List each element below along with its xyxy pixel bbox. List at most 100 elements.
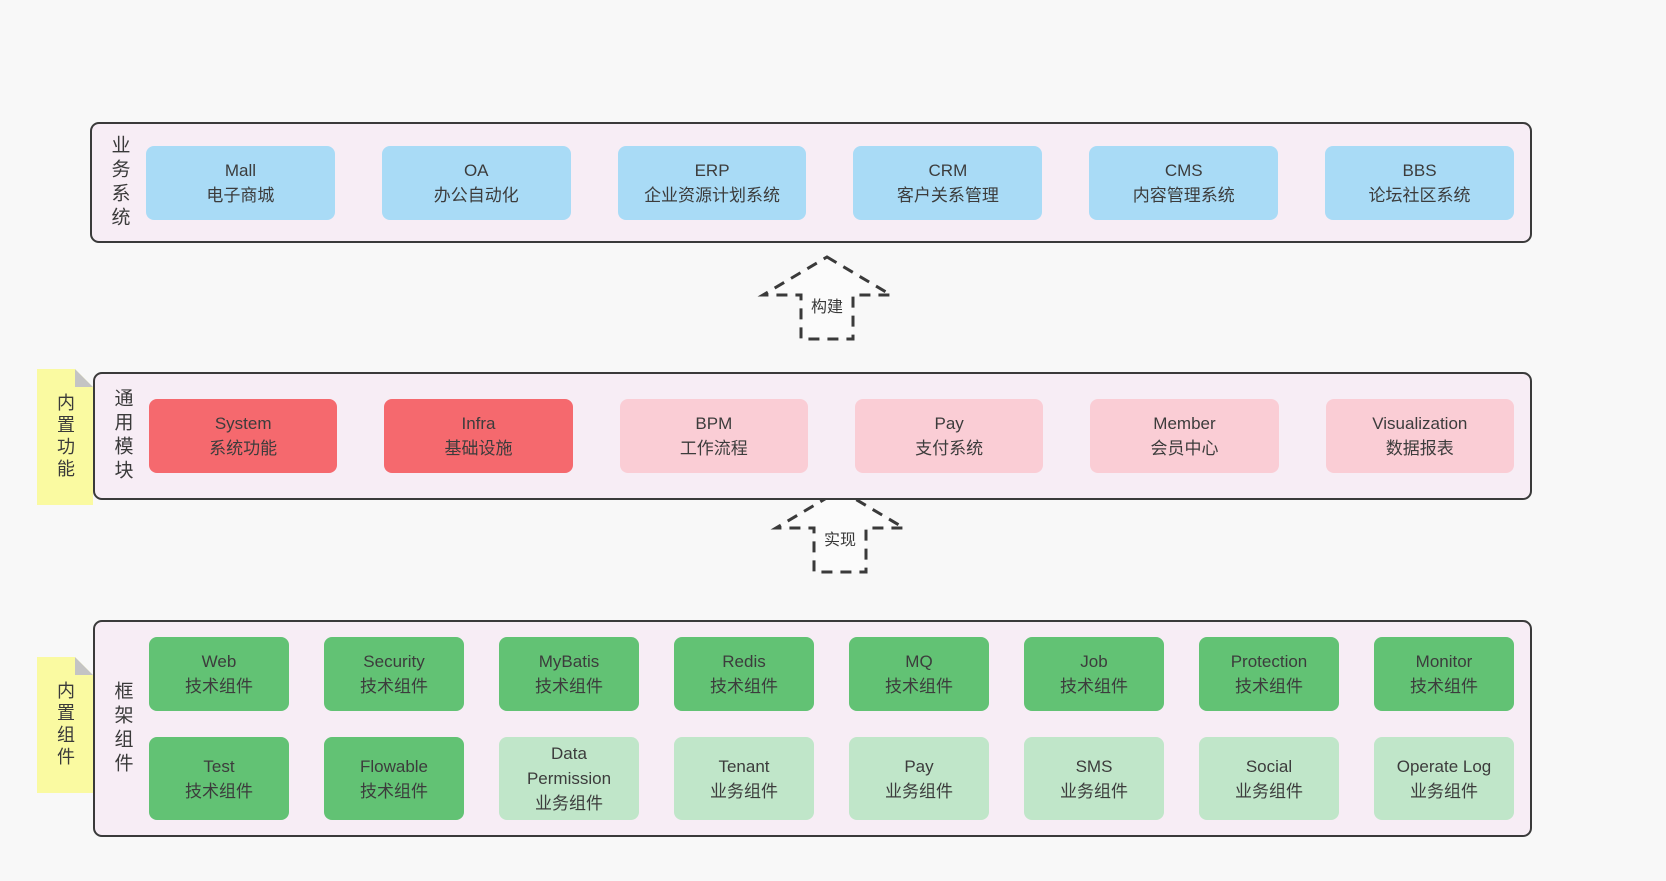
module-name-zh: 业务组件 [710,781,778,801]
module-name-zh: 支付系统 [915,439,984,458]
module-name-en: Social [1245,756,1293,776]
module-name-zh: 工作流程 [679,439,748,458]
module-box-web: Web 技术组件 [149,637,289,711]
module-box-redis: Redis 技术组件 [674,637,814,711]
module-name-en: ERP [694,160,730,180]
module-box-sms: SMS 业务组件 [1024,737,1164,820]
module-name-en: Redis [722,652,766,671]
module-name-en: MQ [905,652,933,671]
module-box-crm: CRM 客户关系管理 [853,145,1043,220]
note-fold-corner-icon [75,369,93,387]
module-name-zh: 企业资源计划系统 [644,185,781,205]
module-name-zh: 内容管理系统 [1132,185,1235,205]
module-name-zh: 业务组件 [1060,781,1128,801]
module-row: System 系统功能 Infra 基础设施 BPM 工作流程 Pay 支付系统 Member 会… [149,399,1514,473]
arrow-implement: 实现 [770,487,910,575]
module-name-en: Mall [224,160,256,180]
layer-label-text: 框架组件 [111,680,133,777]
module-name-en: SMS [1075,756,1113,776]
module-name-en: Monitor [1415,652,1473,671]
module-name-zh: 技术组件 [185,677,253,696]
module-name-en: Visualization [1372,414,1468,433]
module-name-en: Web [201,652,237,671]
layer-label: 业务系统 [92,124,146,241]
module-box-monitor: Monitor 技术组件 [1374,637,1514,711]
module-name-en: BPM [695,414,733,433]
module-name-zh: 客户关系管理 [896,185,999,205]
module-name-en: Test [203,756,235,776]
module-name-zh: 技术组件 [710,677,778,696]
module-name-zh: 电子商城 [206,185,275,205]
module-name-en: Protection [1230,652,1308,671]
module-name-zh: 技术组件 [1235,677,1303,696]
module-name-zh: 业务组件 [1410,781,1478,801]
module-name-zh: 技术组件 [185,781,253,801]
module-box-infra: Infra 基础设施 [384,399,573,473]
module-box-visualization: Visualization 数据报表 [1325,399,1514,473]
module-name-zh: 会员中心 [1150,439,1219,458]
note-text: 内置功能 [55,393,75,481]
module-name-en: Operate Log [1396,756,1492,776]
module-name-en: CRM [928,160,968,180]
layer-label-text: 通用模块 [111,388,133,484]
module-name-zh: 技术组件 [1060,677,1128,696]
layer-common-modules: 通用模块 System 系统功能 Infra 基础设施 BPM 工作流程 Pay 支付系统 Me… [93,372,1532,500]
module-box-system: System 系统功能 [149,399,338,473]
module-box-operate-log: Operate Log 业务组件 [1374,737,1514,820]
module-name-zh: 系统功能 [209,439,278,458]
layer-label-text: 业务系统 [108,134,130,231]
layer-boxes: System 系统功能 Infra 基础设施 BPM 工作流程 Pay 支付系统 Member 会… [149,374,1530,498]
module-name-zh: 基础设施 [444,439,513,458]
module-name-en: OA [463,160,489,180]
module-box-cms: CMS 内容管理系统 [1089,145,1279,220]
module-name-zh: 数据报表 [1385,439,1454,458]
arrow-implement-label: 实现 [820,525,860,551]
module-box-member: Member 会员中心 [1090,399,1279,473]
arrow-build-label: 构建 [807,292,847,318]
module-name-en: Member [1153,414,1216,433]
module-name-zh: 技术组件 [360,781,428,801]
module-name-zh: 技术组件 [360,677,428,696]
module-name-en: Flowable [359,756,429,776]
arrow-build: 构建 [757,254,897,342]
layer-label: 通用模块 [95,374,149,498]
module-name-en: CMS [1164,160,1203,180]
module-name-zh: 业务组件 [1235,781,1303,801]
module-box-mall: Mall 电子商城 [146,145,335,220]
module-box-bbs: BBS 论坛社区系统 [1325,145,1514,220]
note-builtin-components: 内置组件 [37,657,93,793]
module-name-en: Data Permission [526,744,612,788]
module-name-zh: 业务组件 [885,781,953,801]
module-name-en: Pay [934,414,964,433]
module-name-en: Infra [461,414,496,433]
module-box-protection: Protection 技术组件 [1199,637,1339,711]
module-name-zh: 技术组件 [1410,677,1478,696]
note-fold-corner-icon [75,657,93,675]
module-name-en: BBS [1402,160,1437,180]
note-text: 内置组件 [55,681,75,769]
module-box-pay: Pay 业务组件 [849,737,989,820]
module-name-zh: 技术组件 [885,677,953,696]
module-name-en: Pay [904,756,934,776]
module-name-zh: 论坛社区系统 [1368,185,1471,205]
note-builtin-features: 内置功能 [37,369,93,505]
module-box-mq: MQ 技术组件 [849,637,989,711]
module-name-en: System [214,414,272,433]
module-box-tenant: Tenant 业务组件 [674,737,814,820]
module-name-en: Tenant [718,756,770,776]
module-name-en: MyBatis [538,652,600,671]
module-box-erp: ERP 企业资源计划系统 [617,145,807,220]
module-box-pay: Pay 支付系统 [854,399,1044,473]
